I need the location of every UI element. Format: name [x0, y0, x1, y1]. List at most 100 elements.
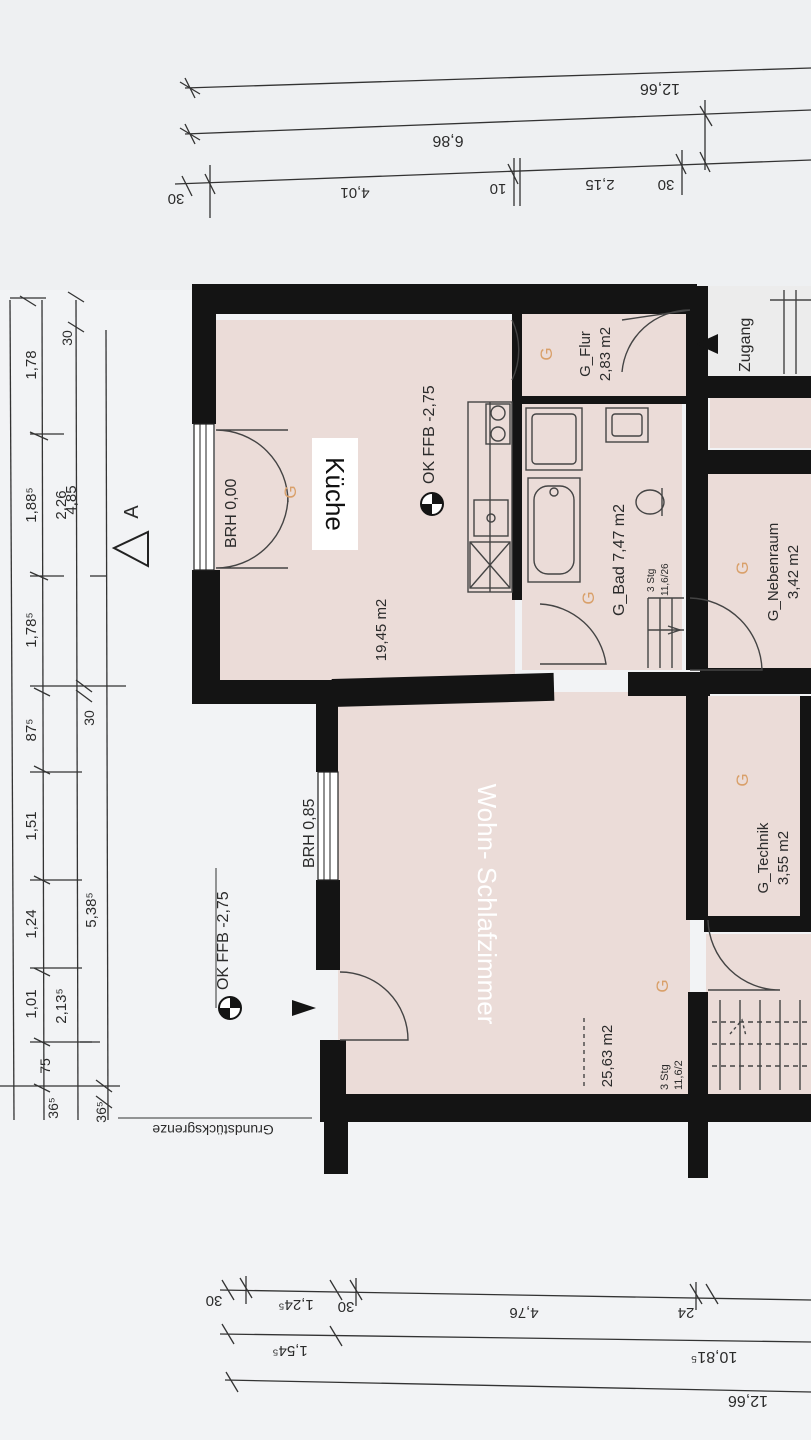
dim-left-r1-4: 1,51 [23, 811, 40, 840]
flur-floor [518, 310, 690, 398]
dim-top-a: 12,66 [640, 80, 680, 97]
dim-top-c2: 4,01 [340, 184, 369, 201]
kitchen-counter [467, 401, 513, 593]
upper-right-floor [710, 398, 811, 448]
paper-sheet-top [0, 0, 811, 290]
flur-area: 2,83 m2 [597, 327, 614, 381]
stairs-top-b: 11,6/26 [660, 563, 671, 596]
wohn-entry-arrow-icon [292, 1000, 316, 1016]
dim-left-r4-0: 30 [59, 330, 75, 346]
wohn-area: 25,63 m2 [599, 1025, 616, 1088]
wall-kueche-left-2 [192, 570, 220, 690]
section-mark-label: A [121, 505, 143, 519]
wall-kueche-left [192, 284, 216, 424]
wall-neben-bottom [700, 668, 811, 694]
wall-upper-right [700, 376, 811, 398]
ok-ffb-label-2: OK FFB -2,75 [215, 891, 232, 990]
wall-technik-bottom [704, 916, 811, 932]
g-mark-bad: G [579, 591, 598, 604]
room-fills [215, 286, 811, 1096]
windows [193, 423, 339, 881]
nebenraum-name: G_Nebenraum [765, 523, 782, 621]
dim-left-r4-2: 36⁵ [93, 1101, 109, 1122]
dim-left-r3-1: 5,38⁵ [83, 892, 100, 927]
wall-kueche-bottom [192, 680, 340, 704]
window-wohn [317, 771, 339, 881]
dim-top-c4: 2,15 [585, 176, 614, 193]
wall-top [192, 284, 697, 314]
stairs [583, 597, 811, 1090]
left-dimension-lines [0, 291, 126, 1121]
kueche-floor [215, 320, 515, 682]
brh-085-label: BRH 0,85 [301, 799, 318, 868]
dim-left-r3-0: 2,13⁵ [53, 988, 70, 1023]
technik-name: G_Technik [755, 822, 772, 893]
dim-bottom-a: 12,66 [728, 1392, 768, 1409]
dim-top-b: 6,86 [432, 132, 463, 149]
dim-left-r1-0: 1,78 [23, 350, 40, 379]
stairs-bottom-a: 3 Stg [659, 1064, 671, 1090]
wall-mid [331, 672, 555, 708]
wall-right-low-2 [688, 992, 708, 1096]
dim-top-c1: 30 [168, 190, 185, 207]
top-dimension-lines [174, 67, 811, 218]
wohn-floor [338, 692, 690, 1096]
window-kueche [193, 423, 215, 571]
wall-right-edge [800, 696, 811, 916]
dim-bottom-c3: 30 [338, 1298, 355, 1315]
wall-bad-left [512, 310, 522, 600]
dim-top-c5: 30 [658, 176, 675, 193]
doors [215, 309, 781, 1041]
dim-left-r1-5: 1,24 [23, 909, 40, 938]
bathroom-fixtures [525, 407, 665, 583]
dim-left-r1-2: 1,78⁵ [23, 612, 40, 647]
brh-000-label: BRH 0,00 [223, 479, 240, 548]
zugang-arrow-icon [696, 334, 718, 354]
level-marker-1-icon [420, 492, 444, 516]
dim-left-r1-6: 1,01 [23, 989, 40, 1018]
g-mark-kueche: G [281, 485, 300, 498]
entrance-steps [770, 290, 811, 374]
nebenraum-floor [706, 472, 811, 668]
nebenraum-area: 3,42 m2 [785, 545, 802, 599]
wall-right-stub [688, 1118, 708, 1178]
dim-bottom-c5: 24 [678, 1304, 695, 1321]
wall-wohn-left-2 [316, 880, 340, 970]
dim-bottom-b2: 10,81⁵ [691, 1348, 738, 1365]
wall-flur-bottom [518, 396, 690, 404]
technik-floor [706, 696, 811, 916]
wohn-label: Wohn- Schlafzimmer [472, 784, 502, 1025]
flur-name: G_Flur [577, 331, 594, 377]
dim-left-r4-1: 30 [81, 710, 97, 726]
wall-entrance [696, 286, 708, 376]
dim-left-r1-1: 1,88⁵ [23, 487, 40, 522]
kueche-area: 19,45 m2 [373, 599, 390, 662]
wall-wohn-bottom [320, 1094, 811, 1122]
wall-mid-right [628, 672, 710, 696]
kueche-label: Küche [320, 457, 350, 531]
stairs-bottom-b: 11,6/2 [673, 1060, 685, 1090]
wall-neben-top [700, 450, 811, 474]
bad-label: G_Bad 7,47 m2 [611, 504, 628, 616]
dim-left-r2-1: 4,85 [63, 485, 80, 514]
dim-bottom-c2: 1,24⁵ [278, 1296, 313, 1313]
entrance-floor [700, 286, 811, 376]
g-mark-technik: G [733, 773, 752, 786]
level-marker-2-icon [218, 996, 242, 1020]
stairs-top-a: 3 Stg [646, 569, 657, 592]
zugang-label: Zugang [737, 318, 754, 372]
dim-left-r1-8: 36⁵ [45, 1097, 61, 1118]
technik-area: 3,55 m2 [775, 831, 792, 885]
ok-ffb-label-1: OK FFB -2,75 [421, 385, 438, 484]
dim-bottom-c1: 30 [206, 1292, 223, 1309]
section-marker-icon [111, 530, 149, 568]
kueche-label-bg [312, 438, 358, 550]
g-mark-nebenraum: G [733, 561, 752, 574]
dim-bottom-c4: 4,76 [509, 1304, 538, 1321]
walls [192, 284, 811, 1178]
dim-bottom-b: 1,54⁵ [272, 1342, 307, 1359]
dim-left-r1-7: 75 [37, 1058, 53, 1074]
dim-left-r2-0: 2,26 [53, 490, 70, 519]
bottom-dimension-lines [219, 1276, 811, 1393]
